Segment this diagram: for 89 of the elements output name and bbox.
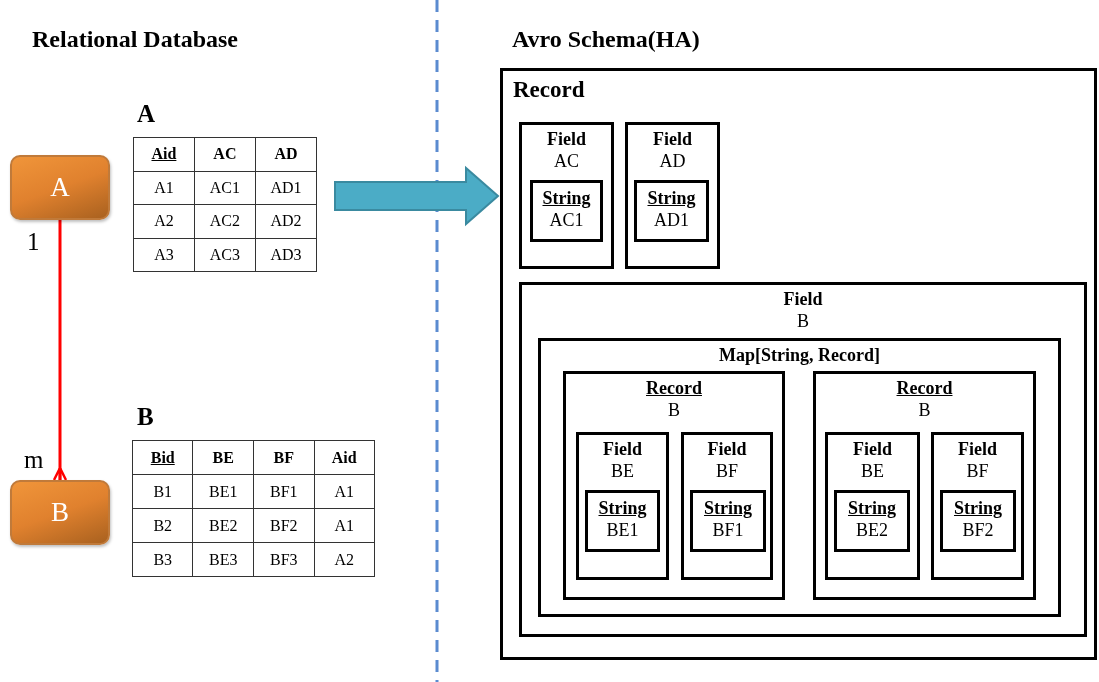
box-heading: Record [645, 377, 703, 399]
type-box [834, 490, 910, 552]
column-header: AC [213, 145, 237, 163]
box-value: BE2 [855, 519, 889, 541]
box-value: BE [860, 460, 885, 482]
record-box [813, 371, 1036, 600]
table-value: AD2 [270, 212, 302, 230]
record-box [563, 371, 785, 600]
box-heading: String [953, 497, 1003, 519]
box-heading: Field [957, 438, 998, 460]
box-value: B [667, 399, 681, 421]
table-value: A2 [154, 212, 174, 230]
table-value: AC3 [209, 245, 240, 263]
column-header: BE [212, 448, 234, 466]
map-box [538, 338, 1061, 617]
box-heading: Field [602, 438, 643, 460]
box-heading: String [541, 187, 592, 209]
table-value: AC2 [209, 212, 240, 230]
type-box [634, 180, 709, 242]
box-heading: Field [706, 438, 748, 460]
table-value: BF2 [269, 516, 298, 534]
box-heading: String [597, 497, 648, 519]
box-value: BE [610, 460, 635, 482]
field-box [931, 432, 1024, 580]
table-value: AD1 [270, 178, 302, 196]
table-value: B3 [153, 550, 173, 568]
field-box [681, 432, 773, 580]
column-header: AD [274, 145, 298, 163]
box-heading: Field [652, 128, 693, 150]
box-heading: String [847, 497, 897, 519]
table-value: BF1 [269, 482, 298, 500]
box-value: AC1 [548, 209, 585, 231]
cardinality-label: 1 [27, 228, 40, 256]
box-heading: String [646, 187, 697, 209]
table-value: A2 [334, 550, 355, 568]
table-title: A [137, 100, 156, 128]
section-heading: Relational Database [32, 26, 238, 53]
type-box [690, 490, 766, 552]
table-value: BF3 [269, 550, 298, 568]
table-value: BE2 [209, 516, 238, 534]
box-value: BF1 [711, 519, 745, 541]
box-heading: B [51, 497, 69, 528]
table-title: B [137, 403, 154, 431]
relationship-line [52, 220, 68, 482]
box-heading: Record [895, 377, 954, 399]
field-box [576, 432, 669, 580]
type-box [530, 180, 603, 242]
column-header: BF [273, 448, 294, 466]
field-box [519, 282, 1087, 637]
box-value: B [917, 399, 932, 421]
box-heading: Field [546, 128, 587, 150]
table-value: BE1 [209, 482, 238, 500]
column-header: Aid [331, 448, 357, 466]
box-heading: Field [782, 288, 824, 310]
block-arrow [334, 165, 500, 227]
table-value: B1 [153, 482, 173, 500]
cardinality-label: m [24, 446, 44, 474]
box-heading: Field [852, 438, 893, 460]
field-box [825, 432, 920, 580]
record-box [500, 68, 1097, 660]
table-value: AD3 [270, 245, 302, 263]
table-value: AC1 [209, 178, 240, 196]
column-header: Aid [151, 145, 177, 163]
field-box [519, 122, 614, 269]
entity-box [10, 480, 110, 545]
box-value: BE1 [605, 519, 640, 541]
box-heading: String [703, 497, 753, 519]
box-value: BF2 [961, 519, 995, 541]
table-value: BE3 [209, 550, 238, 568]
table-value: A1 [154, 178, 174, 196]
box-value: B [796, 310, 810, 332]
table-value: A1 [334, 516, 355, 534]
table-value: B2 [153, 516, 173, 534]
box-heading: A [50, 172, 70, 203]
field-box [625, 122, 720, 269]
box-value: AC [553, 150, 580, 172]
table-value: A3 [154, 245, 174, 263]
box-value: AD1 [653, 209, 690, 231]
table-value: A1 [334, 482, 355, 500]
section-heading: Avro Schema(HA) [512, 26, 700, 53]
box-value: AD [658, 150, 687, 172]
box-heading: Map[String, Record] [718, 344, 881, 366]
box-value: BF [965, 460, 990, 482]
box-value: BF [715, 460, 739, 482]
column-header: Bid [150, 448, 175, 466]
entity-box [10, 155, 110, 220]
type-box [940, 490, 1016, 552]
type-box [585, 490, 660, 552]
box-heading: Record [512, 76, 586, 103]
